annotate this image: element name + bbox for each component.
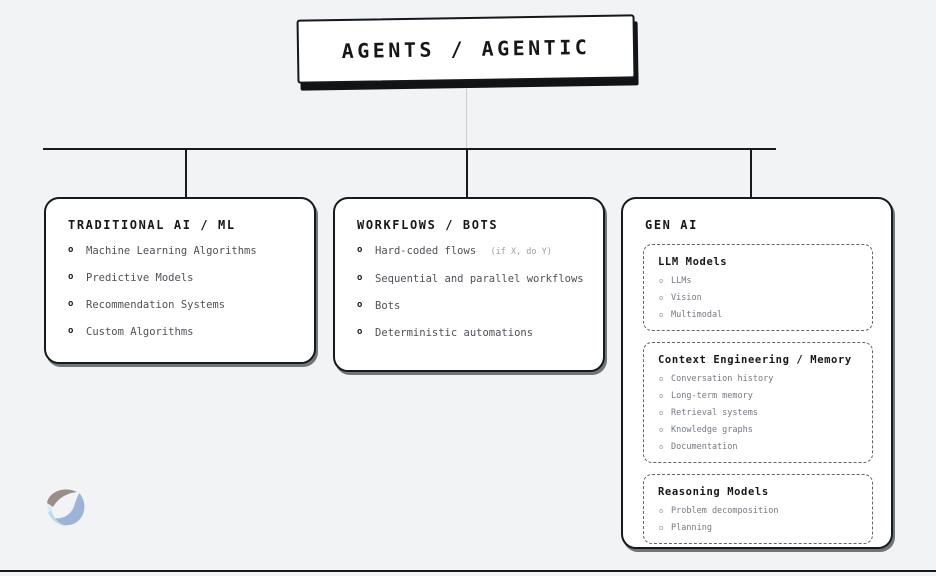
subcard-title-context-engineering-memory: Context Engineering / Memory xyxy=(658,354,852,366)
list-item: o Bots xyxy=(357,300,603,312)
list-item: o Predictive Models xyxy=(68,272,314,284)
node-title-gen-ai: GEN AI xyxy=(645,218,698,232)
bullet-marker-icon: o xyxy=(357,273,363,283)
list-item-text: Problem decomposition xyxy=(671,506,779,516)
list-item-text: Sequential and parallel workflows xyxy=(375,273,584,285)
bullet-marker-icon: o xyxy=(659,375,664,383)
subcard-title-reasoning-models: Reasoning Models xyxy=(658,486,769,498)
list-item-text: Long-term memory xyxy=(671,391,753,401)
list-item: o Conversation history xyxy=(658,374,858,384)
bullet-marker-icon: o xyxy=(659,392,664,400)
bullet-marker-icon: o xyxy=(659,524,664,532)
subcard-title-llm-models: LLM Models xyxy=(658,256,728,268)
list-item: o Problem decomposition xyxy=(658,506,858,516)
bottom-divider xyxy=(0,570,936,572)
list-item-text: Machine Learning Algorithms xyxy=(86,245,257,257)
company-logo-icon xyxy=(41,481,91,531)
bullet-marker-icon: o xyxy=(68,272,74,282)
list-item: o Custom Algorithms xyxy=(68,326,314,338)
bullet-list-traditional-ai-ml: o Machine Learning Algorithms o Predicti… xyxy=(46,232,314,338)
node-workflows-bots: WORKFLOWS / BOTS o Hard-coded flows (if … xyxy=(333,197,605,372)
list-item: o Machine Learning Algorithms xyxy=(68,245,314,257)
bullet-marker-icon: o xyxy=(659,294,664,302)
bullet-marker-icon: o xyxy=(659,426,664,434)
connector-horizontal-bus xyxy=(43,148,776,150)
list-item-text: Custom Algorithms xyxy=(86,326,194,338)
bullet-marker-icon: o xyxy=(68,326,74,336)
bullet-marker-icon: o xyxy=(68,245,74,255)
bullet-marker-icon: o xyxy=(659,277,664,285)
list-item: o Long-term memory xyxy=(658,391,858,401)
bullet-marker-icon: o xyxy=(68,299,74,309)
list-item-text: Retrieval systems xyxy=(671,408,758,418)
subcard-reasoning-models: Reasoning Models o Problem decomposition… xyxy=(643,474,873,544)
list-item: o Vision xyxy=(658,293,858,303)
list-item-text: Hard-coded flows xyxy=(375,245,477,257)
connector-drop-workflows-bots xyxy=(466,150,468,198)
list-item: o Documentation xyxy=(658,442,858,452)
subcard-list-context-engineering-memory: o Conversation history o Long-term memor… xyxy=(658,374,858,452)
list-item-text: Deterministic automations xyxy=(375,327,534,339)
subcard-context-engineering-memory: Context Engineering / Memory o Conversat… xyxy=(643,342,873,463)
list-item: o Multimodal xyxy=(658,310,858,320)
subcard-list-reasoning-models: o Problem decomposition o Planning xyxy=(658,506,858,533)
list-item: o Hard-coded flows (if X, do Y) xyxy=(357,245,603,258)
subcard-list-llm-models: o LLMs o Vision o Multimodal xyxy=(658,276,858,320)
list-item-text: Vision xyxy=(671,293,702,303)
node-gen-ai: GEN AI LLM Models o LLMs o Vision o Mult… xyxy=(621,197,893,549)
node-title-workflows-bots: WORKFLOWS / BOTS xyxy=(357,218,499,232)
list-item-text: Bots xyxy=(375,300,401,312)
bullet-marker-icon: o xyxy=(659,311,664,319)
connector-root-stem xyxy=(466,88,467,150)
list-item: o Deterministic automations xyxy=(357,327,603,339)
list-item: o LLMs xyxy=(658,276,858,286)
list-item-text: Knowledge graphs xyxy=(671,425,753,435)
root-node-label: AGENTS / AGENTIC xyxy=(341,35,591,63)
bullet-marker-icon: o xyxy=(659,443,664,451)
bullet-marker-icon: o xyxy=(659,409,664,417)
list-item: o Planning xyxy=(658,523,858,533)
list-item-text: Recommendation Systems xyxy=(86,299,226,311)
list-item: o Retrieval systems xyxy=(658,408,858,418)
bullet-marker-icon: o xyxy=(357,245,363,255)
bullet-marker-icon: o xyxy=(357,300,363,310)
connector-drop-traditional-ai-ml xyxy=(185,150,187,198)
bullet-list-workflows-bots: o Hard-coded flows (if X, do Y) o Sequen… xyxy=(335,232,603,339)
root-node-box: AGENTS / AGENTIC xyxy=(296,14,636,84)
root-node: AGENTS / AGENTIC xyxy=(296,14,639,91)
list-item: o Sequential and parallel workflows xyxy=(357,273,603,285)
bullet-marker-icon: o xyxy=(357,327,363,337)
list-item-text: Planning xyxy=(671,523,712,533)
node-traditional-ai-ml: TRADITIONAL AI / ML o Machine Learning A… xyxy=(44,197,316,364)
list-item-text: LLMs xyxy=(671,276,692,286)
list-item-text: Multimodal xyxy=(671,310,723,320)
list-item: o Knowledge graphs xyxy=(658,425,858,435)
list-item-text: Conversation history xyxy=(671,374,774,384)
subcard-group-gen-ai: LLM Models o LLMs o Vision o Multimodal xyxy=(623,232,891,544)
subcard-llm-models: LLM Models o LLMs o Vision o Multimodal xyxy=(643,244,873,331)
bullet-marker-icon: o xyxy=(659,507,664,515)
node-title-traditional-ai-ml: TRADITIONAL AI / ML xyxy=(68,218,236,232)
list-item: o Recommendation Systems xyxy=(68,299,314,311)
connector-drop-gen-ai xyxy=(750,150,752,198)
list-item-text: Documentation xyxy=(671,442,738,452)
list-item-note: (if X, do Y) xyxy=(490,247,552,257)
list-item-text: Predictive Models xyxy=(86,272,194,284)
